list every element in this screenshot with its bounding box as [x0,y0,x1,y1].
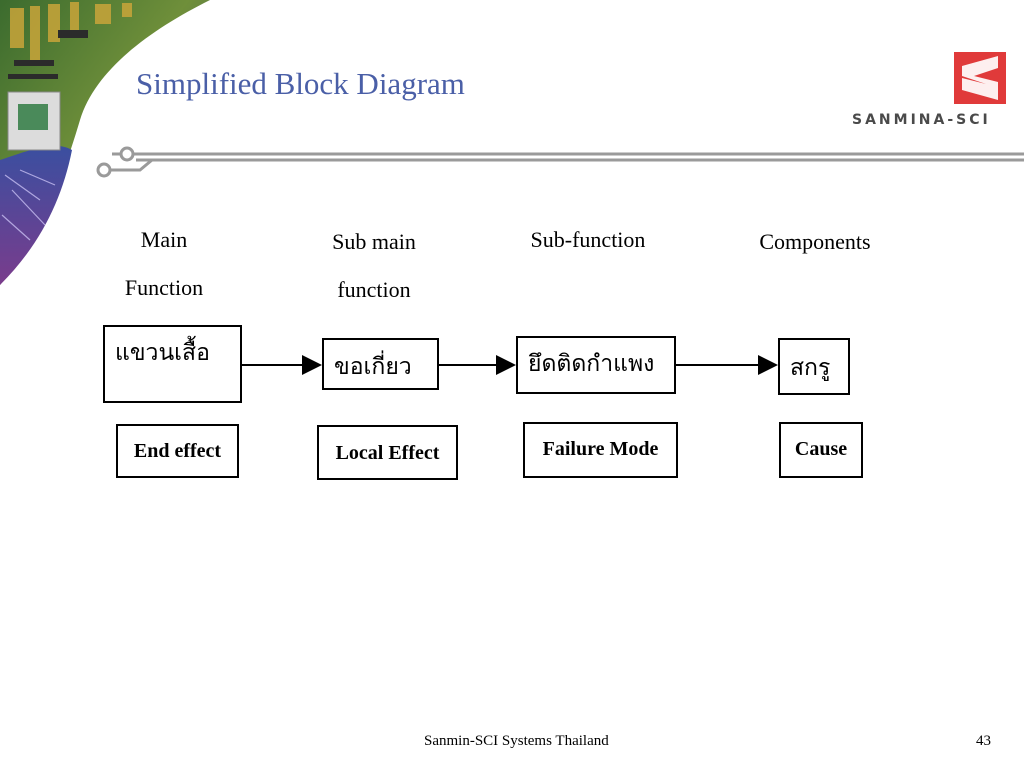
column-heading-components: Components [759,229,871,254]
page-number: 43 [976,733,991,749]
footer-text: Sanmin-SCI Systems Thailand [424,733,609,749]
block-sub-main-function: ขอเกี่ยว [322,338,439,390]
header-rule [96,146,1024,178]
block-sub-function: ยึดติดกำแพง [516,336,676,394]
label-end-effect: End effect [116,424,239,478]
corner-photo [0,0,210,285]
label-local-effect: Local Effect [317,425,458,480]
sanmina-logo-icon [954,52,1006,104]
slide-title: Simplified Block Diagram [136,66,465,101]
column-heading-sub-main-function: Sub main function [332,229,416,302]
column-heading-main-function: Main Function [124,227,204,300]
block-main-function: แขวนเสื้อ [103,325,242,403]
label-cause: Cause [779,422,863,478]
block-components: สกรู [778,338,850,395]
logo-text: SANMINA-SCI [852,112,991,128]
label-failure-mode: Failure Mode [523,422,678,478]
column-heading-sub-function: Sub-function [530,227,646,252]
